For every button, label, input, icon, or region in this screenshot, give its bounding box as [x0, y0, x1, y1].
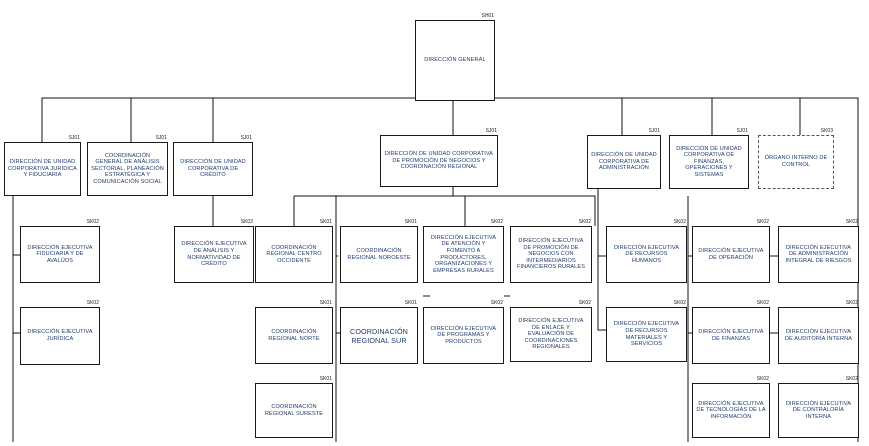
node-label: DIRECCIÓN EJECUTIVA JURÍDICA	[27, 329, 93, 342]
node-label: DIRECCIÓN EJECUTIVA DE ATENCIÓN Y FOMENT…	[430, 234, 497, 274]
node-label: DIRECCIÓN EJECUTIVA DE RECURSOS MATERIAL…	[613, 321, 680, 348]
node-label: COORDINACIÓN REGIONAL NORTE	[268, 328, 320, 342]
node-code: SK01	[404, 300, 417, 306]
node-contraloria: DIRECCIÓN EJECUTIVA DE CONTRALORÍA INTER…	[778, 383, 859, 438]
node-label: DIRECCIÓN EJECUTIVA FIDUCIARIA Y DE AVAL…	[27, 244, 93, 264]
node-code: SJ01	[68, 135, 80, 141]
node-label: DIRECCIÓN EJECUTIVA DE AUDITORÍA INTERNA	[784, 328, 853, 342]
node-label: COORDINACIÓN REGIONAL SUR	[350, 326, 408, 345]
node-code: SJ01	[648, 128, 660, 134]
node-programas-productos: DIRECCIÓN EJECUTIVA DE PROGRAMAS Y PRODU…	[423, 307, 504, 364]
node-code: SK02	[756, 219, 769, 225]
node-administracion: DIRECCIÓN DE UNIDAD CORPORATIVA DE ADMIN…	[587, 135, 661, 189]
node-analisis-normatividad: DIRECCIÓN EJECUTIVA DE ANÁLISIS Y NORMAT…	[174, 226, 254, 283]
node-noroeste: COORDINACIÓN REGIONAL NOROESTE	[340, 226, 418, 283]
node-sur: COORDINACIÓN REGIONAL SUR	[340, 307, 418, 364]
node-centro-occidente: COORDINACIÓN REGIONAL CENTRO OCCIDENTE	[255, 226, 333, 283]
connector-promocion	[293, 187, 596, 442]
node-code: SK02	[578, 300, 591, 306]
node-label: DIRECCIÓN EJECUTIVA DE RECURSOS HUMANOS	[613, 244, 680, 264]
node-code: SK02	[756, 376, 769, 382]
node-label: DIRECCIÓN EJECUTIVA DE ENLACE Y EVALUACI…	[518, 318, 584, 351]
node-label: DIRECCIÓN DE UNIDAD CORPORATIVA DE ADMIN…	[591, 152, 657, 172]
node-code: SK01	[319, 219, 332, 225]
connector-top	[41, 97, 859, 442]
node-code: SJ01	[155, 135, 167, 141]
node-label: DIRECCIÓN DE UNIDAD CORPORATIVA JURÍDICA…	[8, 159, 77, 179]
node-label: DIRECCIÓN GENERAL	[424, 57, 486, 64]
node-label: DIRECCIÓN DE UNIDAD CORPORATIVA DE FINAN…	[676, 145, 742, 178]
node-code: SK02	[845, 376, 858, 382]
node-code: SK01	[319, 376, 332, 382]
node-auditoria: DIRECCIÓN EJECUTIVA DE AUDITORÍA INTERNA	[778, 307, 859, 364]
node-label: DIRECCIÓN EJECUTIVA DE TECNOLOGÍAS DE LA…	[696, 400, 766, 420]
node-credito: DIRECCIÓN DE UNIDAD CORPORATIVA DE CRÉDI…	[173, 142, 253, 196]
node-recursos-materiales: DIRECCIÓN EJECUTIVA DE RECURSOS MATERIAL…	[606, 307, 687, 362]
node-label: DIRECCIÓN DE UNIDAD CORPORATIVA DE CRÉDI…	[180, 159, 246, 179]
node-analisis: COORDINACIÓN GENERAL DE ANÁLISIS SECTORI…	[87, 142, 168, 196]
node-control-interno: ÓRGANO INTERNO DE CONTROL	[758, 135, 834, 189]
node-code: SK02	[845, 219, 858, 225]
node-code: SK02	[673, 300, 686, 306]
node-label: DIRECCIÓN EJECUTIVA DE ANÁLISIS Y NORMAT…	[181, 241, 247, 268]
node-code: SK02	[490, 219, 503, 225]
node-code: SK01	[404, 219, 417, 225]
node-label: DIRECCIÓN EJECUTIVA DE FINANZAS	[698, 328, 764, 342]
node-code: SK02	[86, 219, 99, 225]
node-code: SK02	[578, 219, 591, 225]
node-label: ÓRGANO INTERNO DE CONTROL	[764, 155, 828, 168]
node-label: DIRECCIÓN EJECUTIVA DE PROGRAMAS Y PRODU…	[430, 325, 497, 345]
node-finanzas-ops: DIRECCIÓN DE UNIDAD CORPORATIVA DE FINAN…	[669, 135, 749, 189]
node-direccion-general: DIRECCIÓN GENERAL	[415, 20, 495, 101]
node-fiduciaria-avaluos: DIRECCIÓN EJECUTIVA FIDUCIARIA Y DE AVAL…	[20, 226, 100, 283]
node-atencion-productores: DIRECCIÓN EJECUTIVA DE ATENCIÓN Y FOMENT…	[423, 226, 504, 283]
node-label: DIRECCIÓN EJECUTIVA DE CONTRALORÍA INTER…	[785, 400, 852, 420]
node-label: COORDINACIÓN REGIONAL NOROESTE	[347, 247, 411, 261]
node-code: SK02	[673, 219, 686, 225]
connector-finanzas-ops	[687, 196, 692, 442]
node-label: COORDINACIÓN GENERAL DE ANÁLISIS SECTORI…	[91, 152, 164, 185]
node-ejecutiva-juridica: DIRECCIÓN EJECUTIVA JURÍDICA	[20, 307, 100, 365]
node-operacion: DIRECCIÓN EJECUTIVA DE OPERACIÓN	[692, 226, 770, 283]
node-recursos-humanos: DIRECCIÓN EJECUTIVA DE RECURSOS HUMANOS	[606, 226, 687, 283]
node-promocion: DIRECCIÓN DE UNIDAD CORPORATIVA DE PROMO…	[380, 135, 498, 187]
node-finanzas: DIRECCIÓN EJECUTIVA DE FINANZAS	[692, 307, 770, 364]
node-label: DIRECCIÓN DE UNIDAD CORPORATIVA DE PROMO…	[384, 151, 494, 171]
connector-administracion	[597, 189, 606, 331]
node-label: COORDINACIÓN REGIONAL CENTRO OCCIDENTE	[266, 244, 322, 264]
node-code: SJ01	[240, 135, 252, 141]
node-sureste: COORDINACIÓN REGIONAL SURESTE	[255, 383, 333, 438]
node-label: DIRECCIÓN EJECUTIVA DE ADMINISTRACIÓN IN…	[785, 244, 852, 264]
node-code: SK02	[756, 300, 769, 306]
node-code: SK02	[86, 300, 99, 306]
node-intermediarios: DIRECCIÓN EJECUTIVA DE PROMOCIÓN DE NEGO…	[510, 226, 592, 283]
node-label: DIRECCIÓN EJECUTIVA DE PROMOCIÓN DE NEGO…	[516, 238, 586, 271]
node-norte: COORDINACIÓN REGIONAL NORTE	[255, 307, 333, 364]
node-juridica: DIRECCIÓN DE UNIDAD CORPORATIVA JURÍDICA…	[4, 142, 81, 196]
node-label: COORDINACIÓN REGIONAL SURESTE	[264, 403, 324, 417]
node-enlace-coordinaciones: DIRECCIÓN EJECUTIVA DE ENLACE Y EVALUACI…	[510, 307, 592, 362]
node-code: SK02	[240, 219, 253, 225]
node-code: SK03	[820, 128, 833, 134]
node-code: SK02	[490, 300, 503, 306]
node-label: DIRECCIÓN EJECUTIVA DE OPERACIÓN	[698, 247, 764, 261]
node-code: SJ01	[485, 128, 497, 134]
node-code: SK02	[845, 300, 858, 306]
connector-juridica	[12, 196, 20, 442]
node-code: SH01	[481, 13, 494, 19]
node-code: SJ01	[736, 128, 748, 134]
node-code: SK01	[319, 300, 332, 306]
node-tecnologias: DIRECCIÓN EJECUTIVA DE TECNOLOGÍAS DE LA…	[692, 383, 770, 438]
node-riesgos: DIRECCIÓN EJECUTIVA DE ADMINISTRACIÓN IN…	[778, 226, 859, 283]
